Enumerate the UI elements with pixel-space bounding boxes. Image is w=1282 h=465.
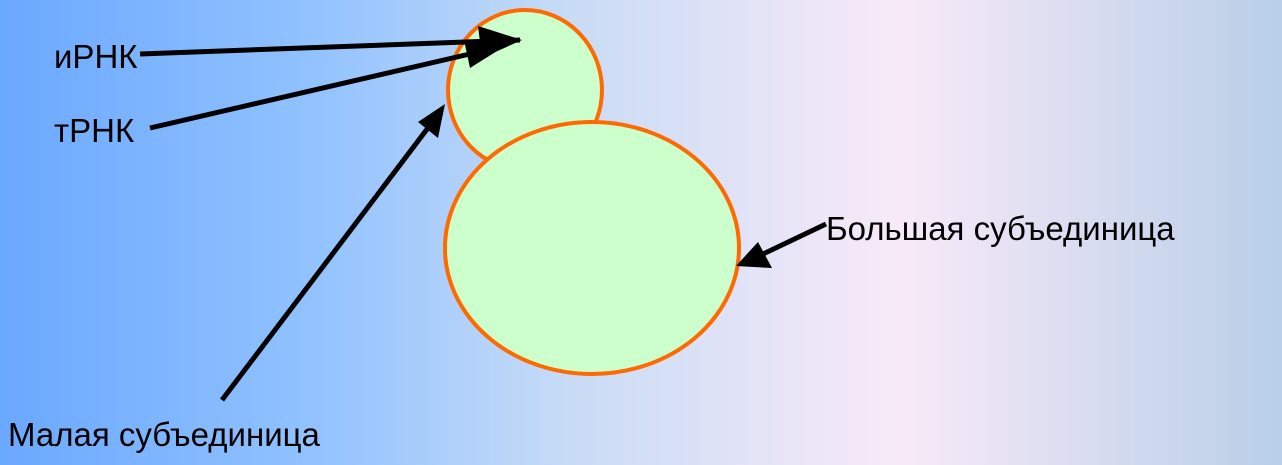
trna-arrowhead (464, 40, 505, 68)
mrna-label: иРНК (54, 38, 138, 75)
large-subunit-arrowhead (736, 242, 772, 268)
mrna-arrow (139, 37, 521, 57)
trna-label: тРНК (54, 112, 135, 149)
large-subunit-label: Большая субъединица (826, 210, 1175, 247)
small-subunit-arrowhead (418, 104, 445, 138)
small-subunit-arrow (220, 110, 442, 402)
trna-arrow (149, 44, 501, 131)
large-subunit-shape (443, 120, 741, 376)
small-subunit-label: Малая субъединица (8, 416, 320, 453)
